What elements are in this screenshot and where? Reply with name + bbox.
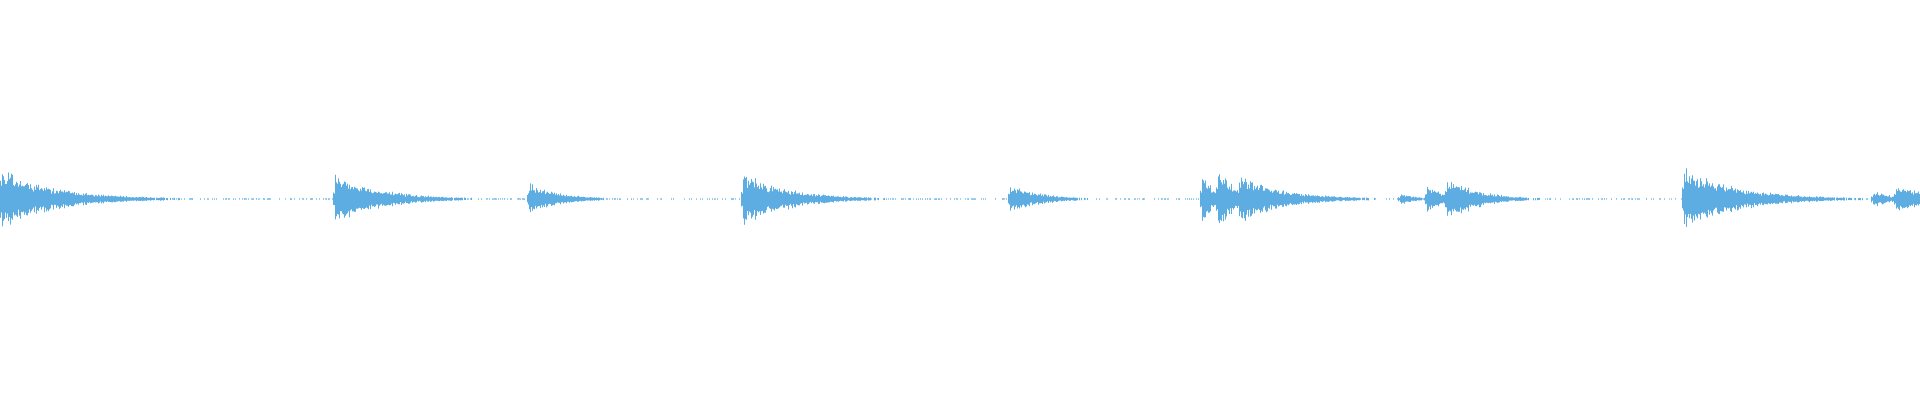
waveform-path [0,168,1920,227]
